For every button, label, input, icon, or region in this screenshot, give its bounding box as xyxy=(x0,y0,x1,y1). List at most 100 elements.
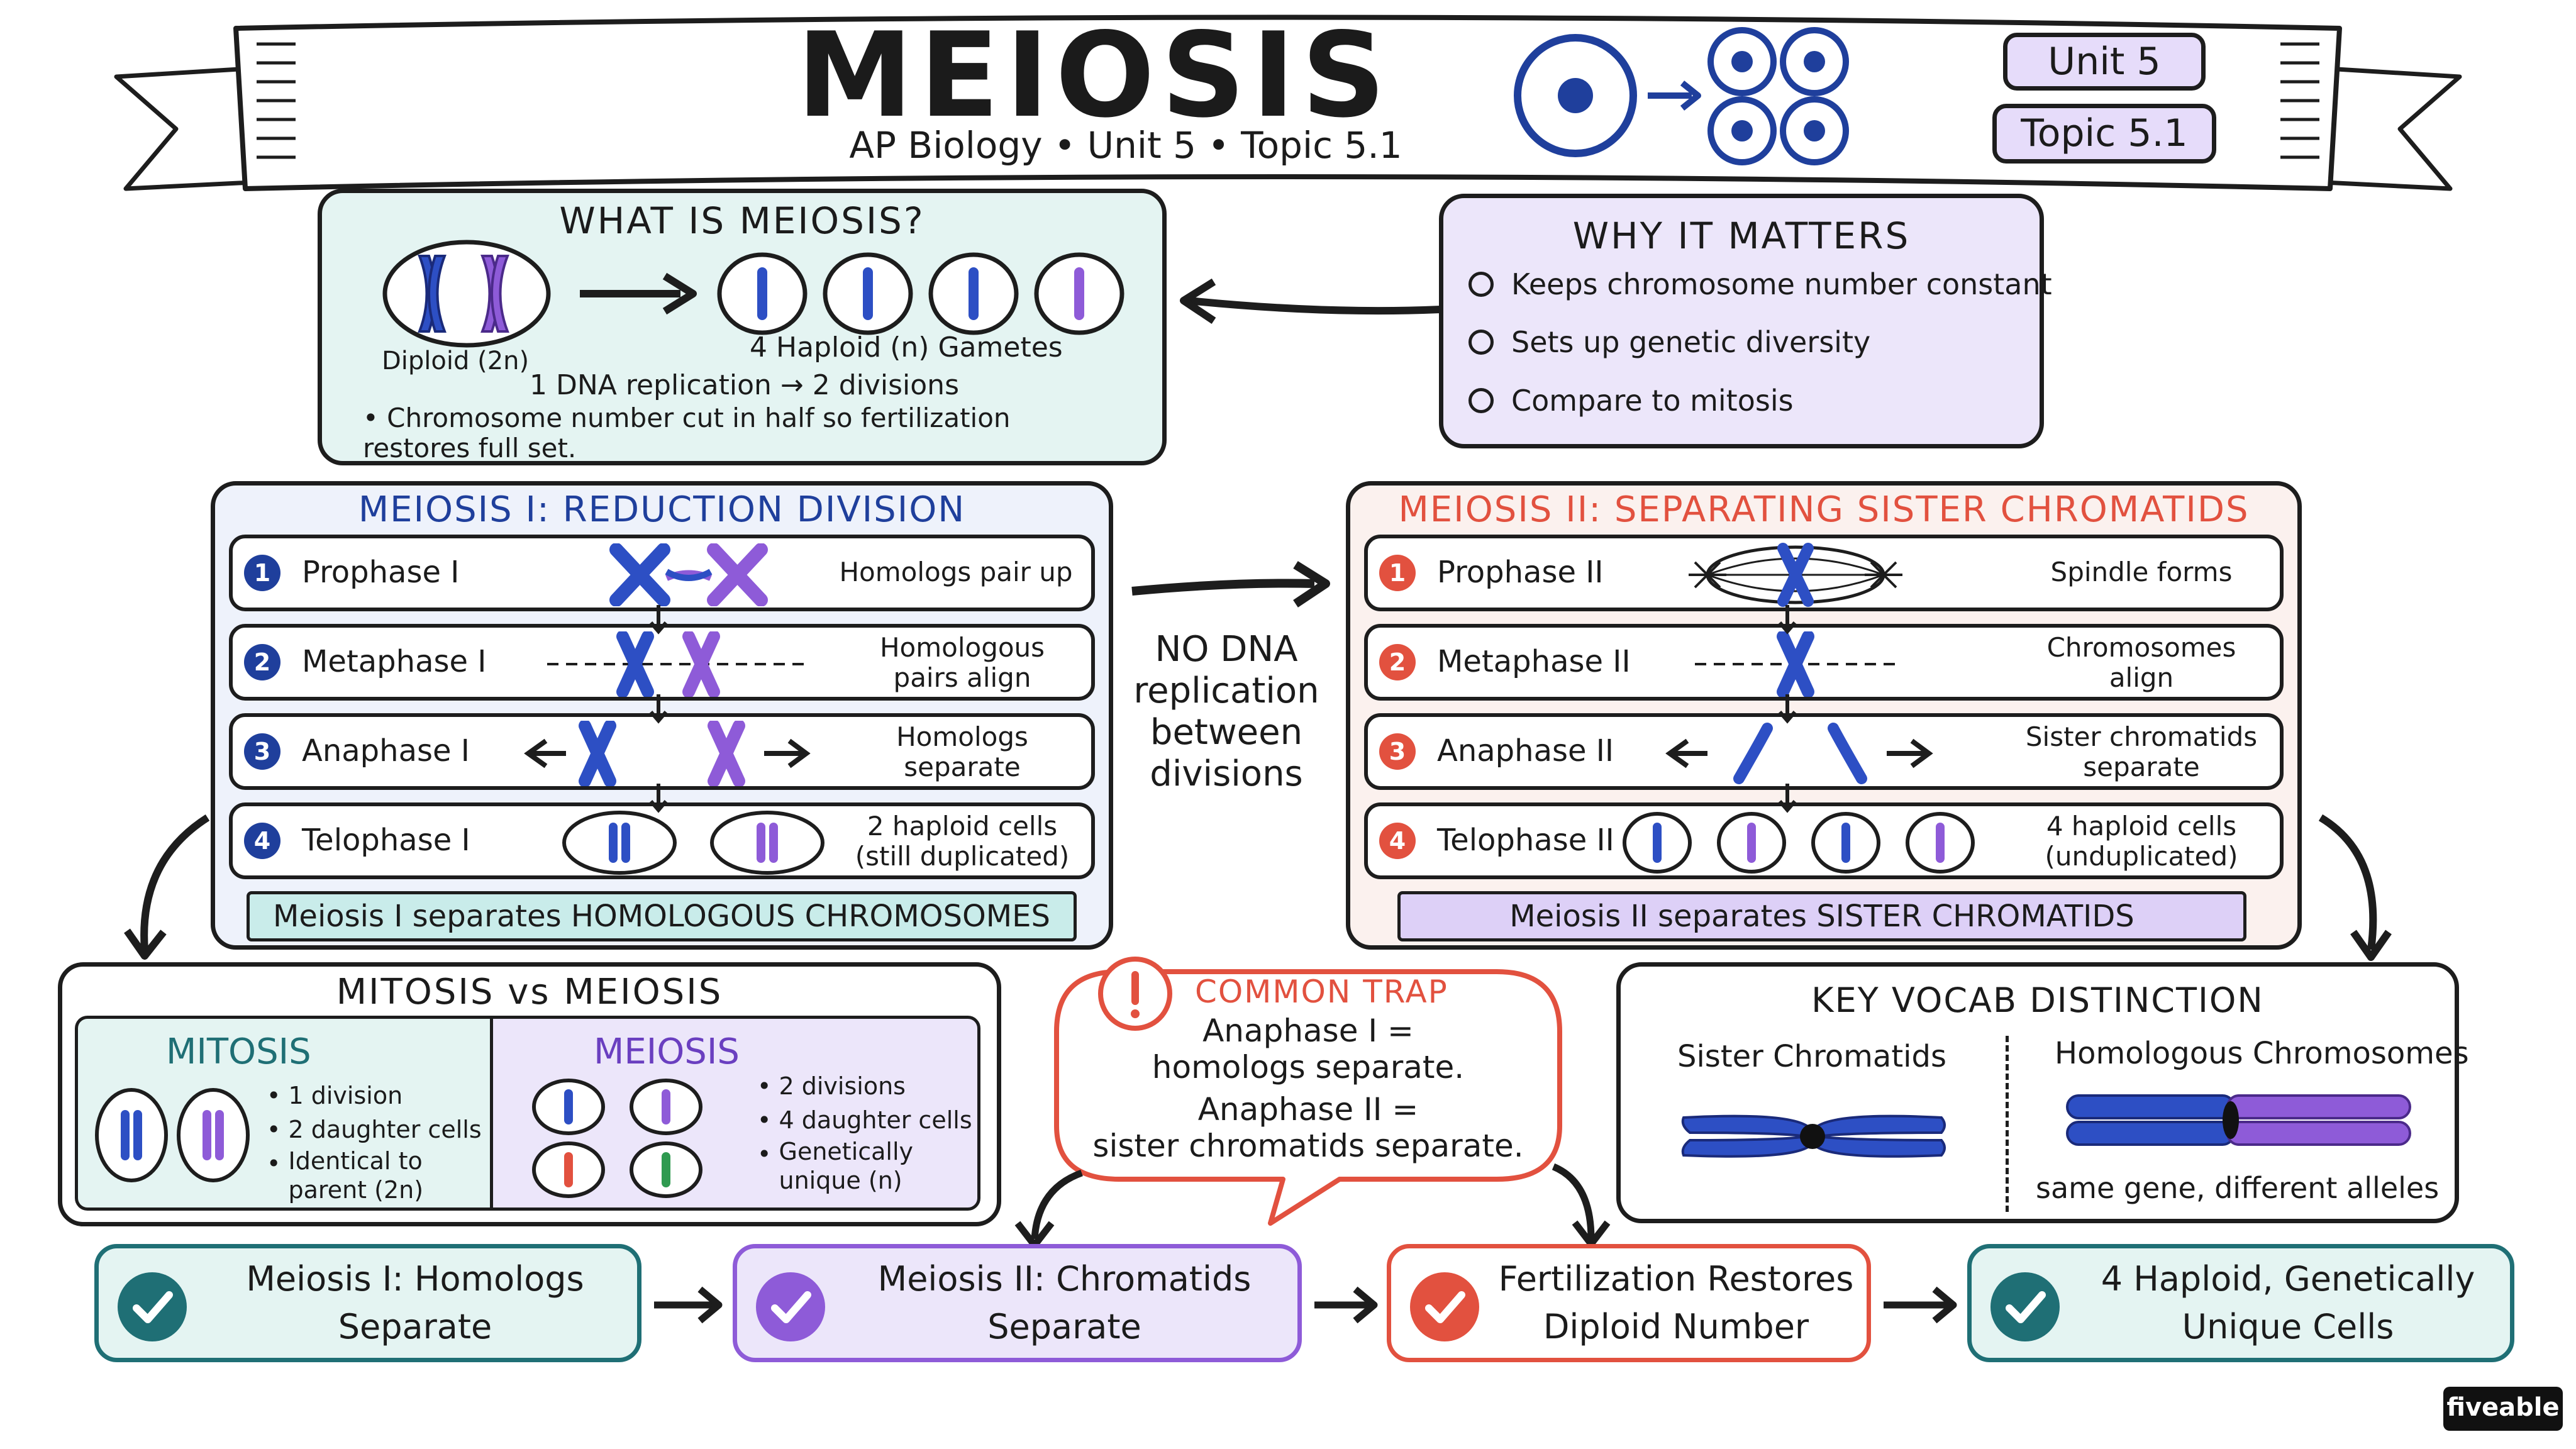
stage-desc: Homologs pair up xyxy=(839,557,1073,587)
flow-arrow xyxy=(654,1286,723,1324)
telophase-1-row: 4 Telophase I 2 haploid cells (still dup… xyxy=(229,802,1095,879)
why-item: Keeps chromosome number constant xyxy=(1468,267,2052,301)
meiosis-bullets: • 2 divisions • 4 daughter cells • Genet… xyxy=(757,1069,972,1195)
gametes-label: 4 Haploid (n) Gametes xyxy=(750,331,1063,364)
step-number: 2 xyxy=(244,644,280,680)
step-number: 4 xyxy=(1379,823,1416,859)
bullet-text: Identical to parent (2n) xyxy=(288,1147,424,1204)
note-text: Chromosome number cut in half so fertili… xyxy=(363,402,1011,464)
what-is-title: WHAT IS MEIOSIS? xyxy=(559,199,925,242)
anaphase-2-row: 3 Anaphase II Sister chromatids separate xyxy=(1364,713,2284,790)
step-number: 1 xyxy=(1379,555,1416,591)
sister-chromatids-icon xyxy=(1681,1114,1946,1158)
meiosis-1-title: MEIOSIS I: REDUCTION DIVISION xyxy=(358,489,966,530)
stage-name: Anaphase II xyxy=(1437,733,1614,769)
bullet-text: Genetically unique (n) xyxy=(779,1138,914,1194)
mitosis-column: MITOSIS • 1 division • 2 daughter cells … xyxy=(75,1016,490,1211)
stage-desc: Spindle forms xyxy=(2050,557,2233,587)
bullet-item: • 2 daughter cells xyxy=(267,1116,482,1143)
checkmark-icon xyxy=(118,1272,187,1341)
stage-desc: Homologs separate xyxy=(896,721,1028,782)
trap-bubble xyxy=(1054,957,1562,1226)
diploid-to-gametes-diagram xyxy=(382,240,1124,348)
flow-step-text: 4 Haploid, Genetically Unique Cells xyxy=(2101,1259,2475,1346)
bullet-item: • Genetically unique (n) xyxy=(757,1138,914,1194)
brand-logo: fiveable xyxy=(2443,1387,2563,1431)
trap-left-arrow xyxy=(1014,1169,1083,1249)
telophase-2-row: 4 Telophase II 4 haploid cells (unduplic… xyxy=(1364,802,2284,879)
bullet-text: 4 daughter cells xyxy=(779,1106,972,1134)
two-cells-icon xyxy=(562,811,824,875)
why-item: Sets up genetic diversity xyxy=(1468,325,1870,359)
flow-step-text: Fertilization Restores Diploid Number xyxy=(1498,1259,1854,1346)
flow-step-meiosis-2: Meiosis II: Chromatids Separate xyxy=(733,1244,1302,1362)
why-it-matters-panel: WHY IT MATTERS Keeps chromosome number c… xyxy=(1439,194,2052,448)
why-item-text: Compare to mitosis xyxy=(1511,384,1794,418)
sister-chromatids-label: Sister Chromatids xyxy=(1677,1039,1946,1074)
mitosis-bullets: • 1 division • 2 daughter cells • Identi… xyxy=(267,1079,482,1204)
meiosis-2-panel: MEIOSIS II: SEPARATING SISTER CHROMATIDS… xyxy=(1346,481,2302,950)
flow-step-text: Meiosis II: Chromatids Separate xyxy=(877,1259,1252,1346)
four-unique-cells-icon xyxy=(532,1079,702,1198)
meiosis-2-title: MEIOSIS II: SEPARATING SISTER CHROMATIDS xyxy=(1398,489,2250,530)
meiosis-column: MEIOSIS • 2 divisions • 4 daughter cells… xyxy=(490,1016,980,1211)
page-subtitle: AP Biology • Unit 5 • Topic 5.1 xyxy=(849,124,1402,167)
homologous-chromosomes-label: Homologous Chromosomes xyxy=(2055,1036,2469,1071)
meiosis-1-to-2-arrow xyxy=(1131,561,1330,608)
stage-desc: 2 haploid cells (still duplicated) xyxy=(855,811,1070,872)
checkmark-icon xyxy=(1990,1272,2060,1341)
why-item: Compare to mitosis xyxy=(1468,384,1794,418)
homologous-chromosomes-icon xyxy=(2066,1094,2411,1146)
stage-name: Telophase II xyxy=(1437,823,1614,858)
flow-arrow xyxy=(1314,1286,1378,1324)
step-arrows xyxy=(1778,605,1797,813)
chromosome-aligned-icon xyxy=(1695,631,1896,697)
anaphase-1-row: 3 Anaphase I Homologs separate xyxy=(229,713,1095,790)
vocab-divider xyxy=(2006,1036,2009,1212)
page-title: MEIOSIS xyxy=(796,7,1392,143)
homologs-pairing-icon xyxy=(609,543,768,606)
meiosis-1-summary: Meiosis I separates HOMOLOGOUS CHROMOSOM… xyxy=(247,891,1077,941)
mitosis-title: MITOSIS xyxy=(166,1031,311,1072)
meiosis-1-down-arrow xyxy=(124,814,210,960)
stage-desc: Sister chromatids separate xyxy=(2025,721,2258,782)
bullet-item: • 1 division xyxy=(267,1082,403,1109)
step-number: 3 xyxy=(244,733,280,770)
bullet-text: 2 divisions xyxy=(779,1072,906,1100)
bullet-item: • Identical to parent (2n) xyxy=(267,1147,424,1204)
stage-name: Anaphase I xyxy=(302,733,470,769)
step-number: 4 xyxy=(244,823,280,859)
bullet-dot: • xyxy=(363,402,387,433)
homologs-aligned-icon xyxy=(547,631,811,697)
process-line: 1 DNA replication → 2 divisions xyxy=(530,369,959,401)
bullet-text: 1 division xyxy=(288,1082,403,1109)
prophase-2-row: 1 Prophase II Spindle forms xyxy=(1364,535,2284,611)
homologs-separating-icon xyxy=(524,721,811,786)
stage-name: Prophase II xyxy=(1437,555,1604,590)
spindle-forming-icon xyxy=(1689,543,1902,607)
mitosis-vs-meiosis-panel: MITOSIS vs MEIOSIS MITOSIS • 1 division … xyxy=(58,962,1001,1226)
topic-badge: Topic 5.1 xyxy=(1992,104,2216,164)
stage-name: Metaphase II xyxy=(1437,644,1631,679)
one-cell-to-four-cells-icon xyxy=(1514,27,1849,165)
vocab-title: KEY VOCAB DISTINCTION xyxy=(1811,980,2264,1020)
bullet-item: • 4 daughter cells xyxy=(757,1106,972,1134)
chromatids-separating-icon xyxy=(1665,723,1933,784)
unit-badge: Unit 5 xyxy=(2003,33,2206,91)
trap-title: COMMON TRAP xyxy=(1195,974,1448,1010)
step-number: 1 xyxy=(244,555,280,591)
why-to-what-arrow xyxy=(1180,278,1441,324)
prophase-1-row: 1 Prophase I Homologs pair up xyxy=(229,535,1095,611)
flow-step-haploid-cells: 4 Haploid, Genetically Unique Cells xyxy=(1967,1244,2514,1362)
two-identical-cells-icon xyxy=(95,1088,250,1182)
trap-right-arrow xyxy=(1552,1163,1611,1248)
stage-name: Telophase I xyxy=(302,823,470,858)
meiosis-title: MEIOSIS xyxy=(594,1031,740,1072)
trap-line-2: Anaphase II = sister chromatids separate… xyxy=(1092,1091,1524,1164)
bullet-item: • 2 divisions xyxy=(757,1072,906,1100)
flow-step-text: Meiosis I: Homologs Separate xyxy=(246,1259,584,1346)
step-number: 3 xyxy=(1379,733,1416,770)
stage-desc: Chromosomes align xyxy=(2046,632,2236,693)
circle-bullet-icon xyxy=(1468,272,1494,297)
flow-step-meiosis-1: Meiosis I: Homologs Separate xyxy=(94,1244,641,1362)
